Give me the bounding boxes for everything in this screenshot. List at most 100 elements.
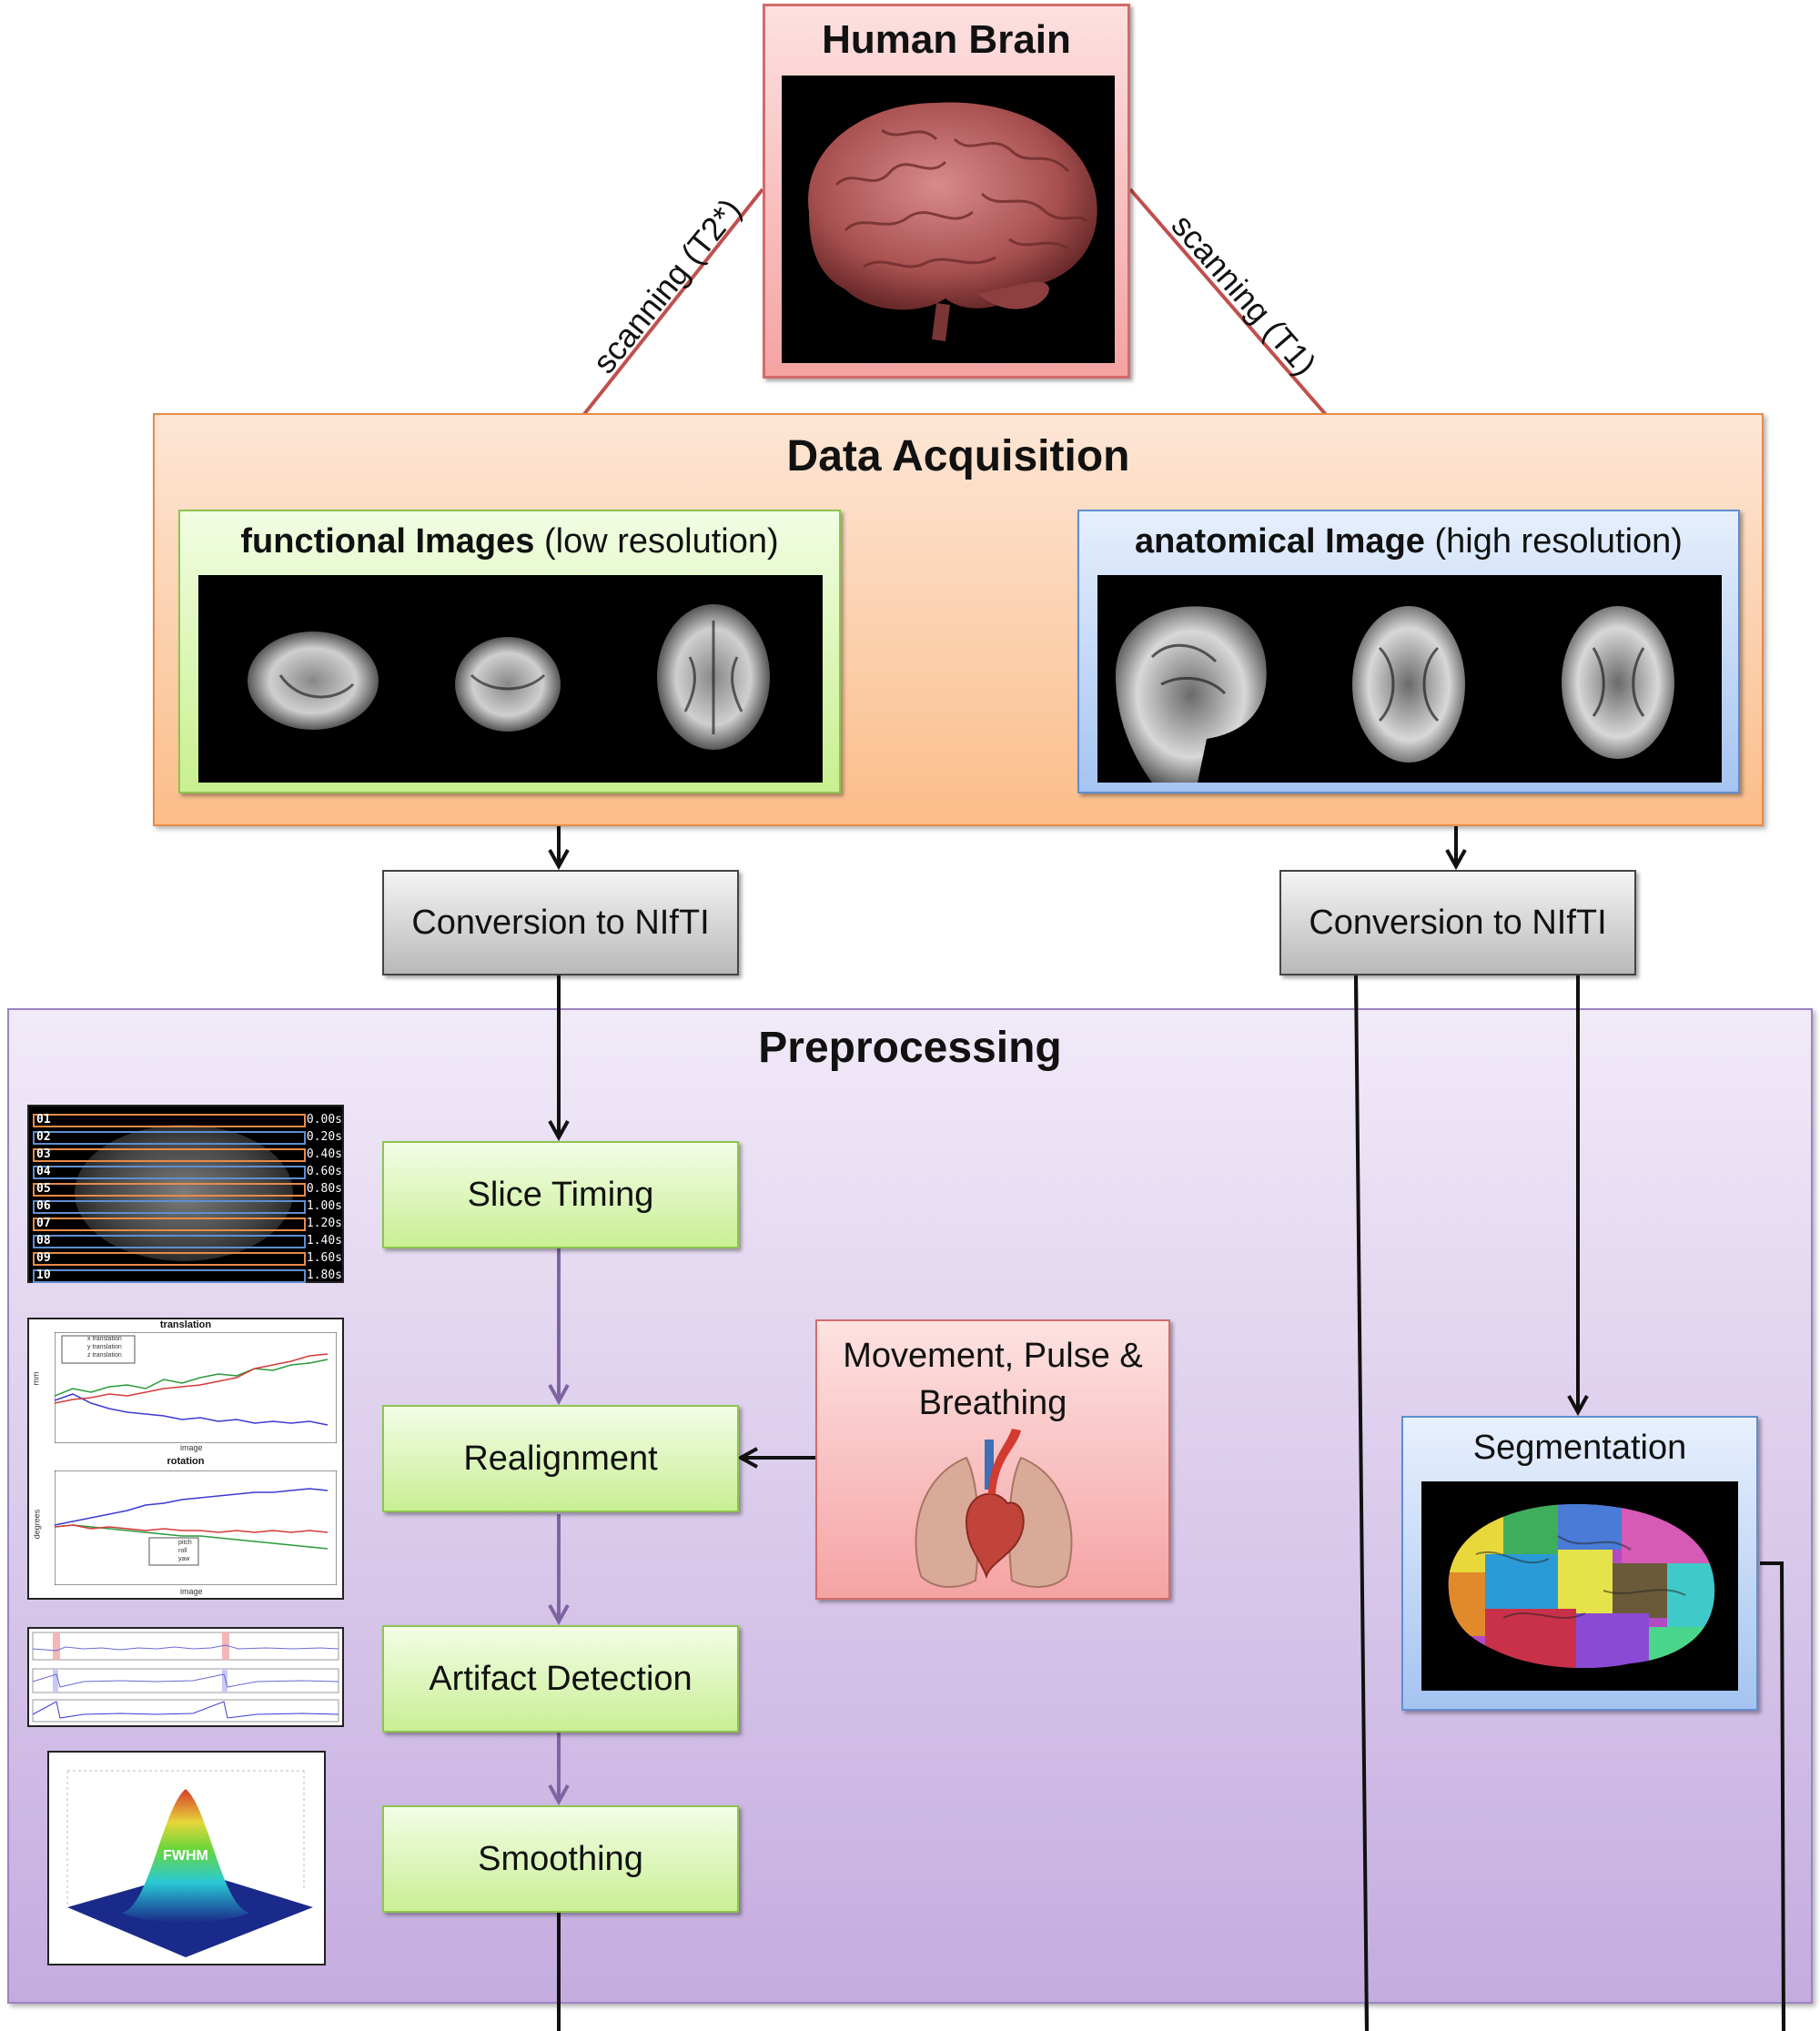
slice-number: 03 [36,1147,51,1161]
conversion-nifti-anatomical-label: Conversion to NIfTI [1309,903,1607,942]
functional-images-subtitle: (low resolution) [543,522,779,561]
functional-images-heading: functional Images (low resolution) [180,522,839,561]
step-artifact-detection: Artifact Detection [382,1625,739,1733]
step-realignment-label: Realignment [463,1439,658,1478]
rotation-legend-roll: roll [178,1548,187,1554]
edge-anat-nifti-down-overlay [1354,975,1369,2031]
conversion-nifti-functional: Conversion to NIfTI [382,870,739,975]
slice-timing-thumbnail: 01 0.00s 02 0.20s 03 0.40s 04 0.60s 05 0.80s 06 1.0… [27,1105,344,1283]
human-brain-title: Human Brain [822,17,1071,62]
slice-timing-row: 07 1.20s [33,1217,342,1231]
brain-3d-image [782,76,1115,363]
slice-number: 09 [36,1251,51,1265]
slice-time: 0.60s [306,1165,342,1178]
slice-number: 02 [36,1130,51,1144]
translation-plot-ylabel: mm [31,1371,41,1386]
slice-time: 1.60s [306,1251,342,1265]
rotation-plot-ylabel: degrees [32,1509,42,1540]
slice-time: 0.40s [306,1147,342,1161]
slice-outline [33,1166,306,1179]
translation-legend-y: y translation [87,1344,122,1350]
slice-number: 07 [36,1217,51,1230]
step-realignment: Realignment [382,1405,739,1512]
slice-time: 0.80s [306,1182,342,1196]
step-smoothing-label: Smoothing [478,1839,643,1878]
slice-outline [33,1148,306,1162]
preprocessing-title: Preprocessing [758,1024,1062,1072]
slice-timing-row: 09 1.60s [33,1251,342,1266]
movement-pulse-breathing-node: Movement, Pulse & Breathing [815,1319,1170,1600]
step-artifact-detection-label: Artifact Detection [429,1659,693,1698]
slice-timing-background-brain [75,1125,293,1261]
translation-plot-xlabel: image [180,1443,203,1452]
slice-outline [33,1200,306,1214]
y-translation-line [55,1359,329,1397]
data-acquisition-title: Data Acquisition [786,432,1130,480]
translation-legend-x: x translation [87,1336,122,1342]
x-translation-line [55,1393,329,1426]
anatomical-image-title: anatomical Image [1135,522,1425,561]
slice-time: 1.40s [306,1234,342,1248]
rotation-plot-xlabel: image [180,1587,203,1596]
slice-time: 1.00s [306,1199,342,1213]
slice-time: 0.20s [306,1130,342,1144]
rotation-plot [55,1470,337,1585]
conversion-nifti-functional-label: Conversion to NIfTI [411,903,710,942]
step-slice-timing-label: Slice Timing [467,1175,654,1214]
slice-outline [33,1269,306,1283]
slice-outline [33,1131,306,1145]
slice-number: 01 [36,1113,51,1127]
motion-parameters-thumbnail: translation mm image x translation y tra… [27,1318,344,1600]
slice-outline [33,1114,306,1127]
step-slice-timing: Slice Timing [382,1141,739,1248]
artifact-detection-thumbnail [27,1627,344,1727]
slice-timing-row: 03 0.40s [33,1147,342,1162]
functional-images-title: functional Images [240,522,535,561]
rotation-legend-yaw: yaw [178,1556,190,1562]
slice-timing-row: 06 1.00s [33,1199,342,1214]
slice-outline [33,1218,306,1231]
z-translation-line [55,1353,329,1404]
rotation-plot-title: rotation [167,1456,205,1467]
anatomical-image-subtitle: (high resolution) [1434,522,1683,561]
slice-time: 0.00s [306,1113,342,1127]
segmentation-title: Segmentation [1472,1429,1687,1467]
rotation-legend-pitch: pitch [178,1540,192,1546]
fwhm-label: FWHM [163,1848,208,1864]
translation-plot [55,1332,337,1443]
slice-timing-row: 04 0.60s [33,1165,342,1179]
pitch-line [55,1488,329,1526]
edge-seg-out-overlay [1760,1561,1785,2031]
slice-outline [33,1252,306,1266]
translation-plot-title: translation [159,1319,212,1330]
slice-number: 10 [36,1268,51,1282]
yaw-line [55,1524,329,1533]
functional-scan-images [198,575,823,783]
slice-timing-row: 01 0.00s [33,1113,342,1127]
slice-timing-row: 05 0.80s [33,1182,342,1197]
slice-timing-row: 02 0.20s [33,1130,342,1145]
translation-legend-z: z translation [87,1352,122,1359]
step-smoothing: Smoothing [382,1805,739,1913]
anatomical-image-heading: anatomical Image (high resolution) [1079,522,1738,561]
slice-number: 05 [36,1182,51,1196]
movement-title: Movement, Pulse & Breathing [817,1332,1168,1427]
movement-title-line1: Movement, Pulse & [843,1337,1143,1375]
segmentation-brain-image [1421,1481,1738,1691]
anatomical-scan-images [1097,575,1722,783]
slice-outline [33,1183,306,1197]
anatomical-image-node: anatomical Image (high resolution) [1077,510,1740,793]
human-brain-node: Human Brain [763,4,1130,379]
heart-lungs-image [903,1421,1085,1594]
segmentation-node: Segmentation [1401,1416,1758,1711]
conversion-nifti-anatomical: Conversion to NIfTI [1279,870,1636,975]
slice-number: 06 [36,1199,51,1213]
slice-number: 08 [36,1234,51,1248]
slice-time: 1.20s [306,1217,342,1230]
smoothing-fwhm-thumbnail: FWHM [47,1751,326,1965]
movement-title-line2: Breathing [918,1384,1067,1422]
slice-number: 04 [36,1165,51,1178]
functional-images-node: functional Images (low resolution) [178,510,841,793]
